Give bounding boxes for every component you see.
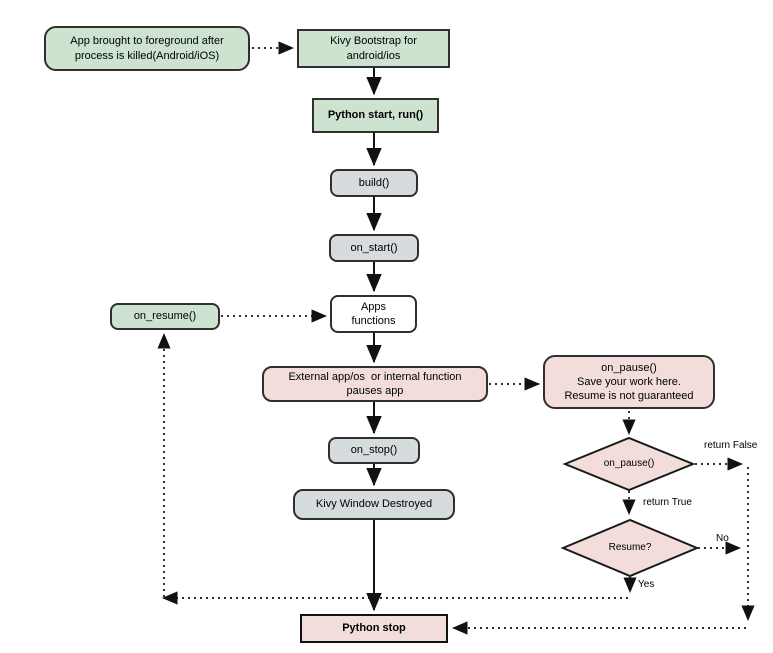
node-python-start: Python start, run() xyxy=(312,98,439,133)
resume-decision-diamond xyxy=(560,518,700,578)
node-on-start: on_start() xyxy=(329,234,419,262)
node-kivy-bootstrap: Kivy Bootstrap for android/ios xyxy=(297,29,450,68)
node-on-pause-note: on_pause() Save your work here. Resume i… xyxy=(543,355,715,409)
node-on-stop: on_stop() xyxy=(328,437,420,464)
resume-decision-label: Resume? xyxy=(608,542,652,553)
on-pause-decision-diamond xyxy=(562,436,696,492)
node-external-pause: External app/os or internal function pau… xyxy=(262,366,488,402)
on-pause-decision-label: on_pause() xyxy=(603,458,655,469)
node-on-start-label: on_start() xyxy=(350,241,398,254)
edge-label-return-true: return True xyxy=(643,497,692,508)
edge-label-yes: Yes xyxy=(638,579,655,590)
node-external-pause-label: External app/os or internal function pau… xyxy=(288,370,462,397)
edge-label-return-false: return False xyxy=(704,440,758,451)
node-on-pause-note-label: on_pause() Save your work here. Resume i… xyxy=(564,361,694,403)
node-kivy-window-destroyed: Kivy Window Destroyed xyxy=(293,489,455,520)
node-app-foreground-label: App brought to foreground after process … xyxy=(70,35,224,62)
edge-label-no: No xyxy=(716,533,729,544)
node-build-label: build() xyxy=(358,176,390,189)
node-on-resume: on_resume() xyxy=(110,303,220,330)
node-on-resume-label: on_resume() xyxy=(133,310,197,323)
node-kivy-bootstrap-label: Kivy Bootstrap for android/ios xyxy=(330,35,417,62)
node-apps-functions: Apps functions xyxy=(330,295,417,333)
node-python-stop-label: Python stop xyxy=(342,622,406,635)
node-python-stop: Python stop xyxy=(300,614,448,643)
node-build: build() xyxy=(330,169,418,197)
node-kivy-window-destroyed-label: Kivy Window Destroyed xyxy=(315,498,433,511)
node-python-start-label: Python start, run() xyxy=(327,109,424,122)
node-apps-functions-label: Apps functions xyxy=(351,300,396,327)
node-on-stop-label: on_stop() xyxy=(350,444,398,457)
node-app-foreground: App brought to foreground after process … xyxy=(44,26,250,71)
